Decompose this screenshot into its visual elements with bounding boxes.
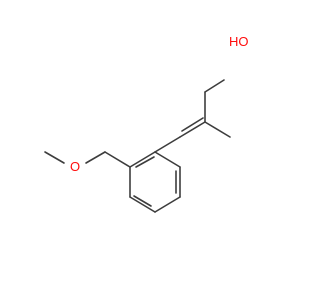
- ring-inner-bond: [133, 195, 152, 207]
- ring-inner-bond: [135, 156, 155, 168]
- single-bond: [204, 79, 225, 93]
- hydroxyl-label: HO: [229, 34, 249, 49]
- single-bond: [44, 151, 65, 164]
- ring-bond: [129, 196, 156, 213]
- ring-bond: [129, 151, 156, 168]
- bond-layer: [44, 79, 231, 213]
- ring-bond: [154, 151, 181, 168]
- methyl-bond: [204, 121, 231, 138]
- structure-diagram: HO O: [44, 34, 249, 213]
- molecule-drawing: HO O: [44, 34, 249, 213]
- ring-bond: [154, 196, 181, 213]
- double-bond-second-line: [181, 117, 204, 132]
- ether-oxygen-label: O: [70, 159, 80, 174]
- single-bond: [104, 151, 131, 168]
- single-bond: [85, 151, 106, 164]
- single-bond: [154, 136, 181, 153]
- double-bond: [179, 121, 206, 138]
